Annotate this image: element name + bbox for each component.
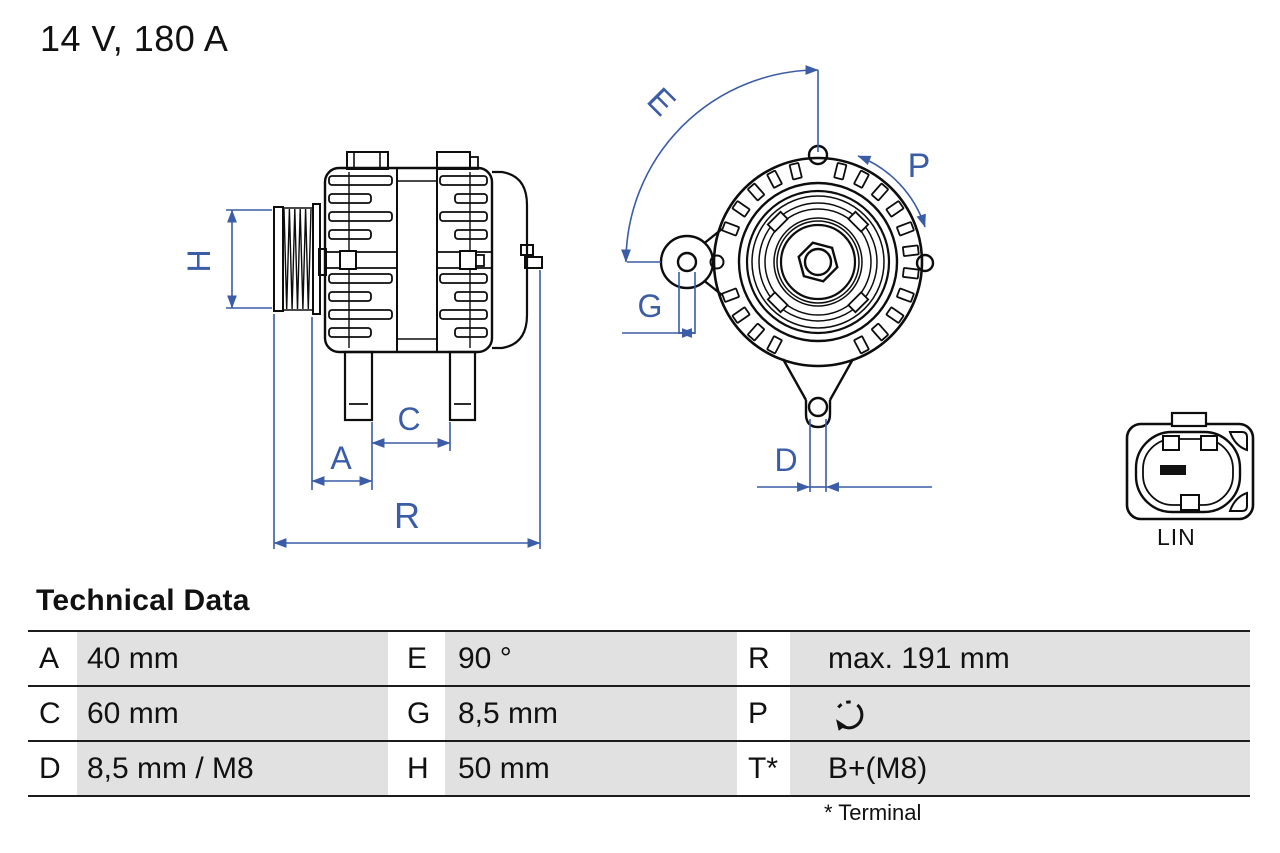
- dim-key: C: [39, 696, 61, 730]
- dim-label-d: D: [774, 442, 797, 478]
- alternator-front-view: [659, 144, 935, 429]
- dim-value: max. 191 mm: [790, 632, 1250, 685]
- dim-key: R: [748, 641, 770, 675]
- product-spec-title: 14 V, 180 A: [40, 18, 229, 59]
- table-row: A 40 mm E 90 ° R max. 191 mm: [28, 632, 1250, 687]
- technical-data-heading: Technical Data: [36, 584, 250, 617]
- dim-label-h: H: [181, 249, 217, 272]
- terminal-footnote: * Terminal: [824, 800, 922, 825]
- lin-connector-diagram: LIN: [1125, 411, 1255, 550]
- dim-key: P: [748, 696, 769, 730]
- dim-key: G: [407, 696, 431, 730]
- dim-label-p: P: [908, 147, 931, 185]
- rotation-clockwise-icon: [836, 700, 864, 731]
- dim-label-c: C: [397, 401, 420, 437]
- dim-value: 8,5 mm / M8: [77, 742, 388, 795]
- dim-value: [790, 687, 1250, 740]
- cooling-fins-left: [328, 172, 393, 348]
- alternator-side-view: [273, 151, 543, 422]
- dim-value: 8,5 mm: [445, 687, 737, 740]
- connector-pin: [1160, 465, 1186, 475]
- dim-label-a: A: [330, 440, 352, 476]
- dim-key: A: [39, 641, 60, 675]
- dim-value: 40 mm: [77, 632, 388, 685]
- dim-value: B+(M8): [790, 742, 1250, 795]
- dim-label-r: R: [394, 495, 420, 536]
- pulley: [273, 203, 327, 315]
- dim-key: H: [407, 751, 429, 785]
- technical-drawing: LIN H A: [181, 65, 1255, 550]
- dim-label-g: G: [638, 288, 663, 324]
- dim-label-e: E: [640, 81, 683, 124]
- dim-key: E: [407, 641, 428, 675]
- connector-label: LIN: [1157, 524, 1196, 550]
- dim-value: 90 °: [445, 632, 737, 685]
- table-row: D 8,5 mm / M8 H 50 mm T* B+(M8): [28, 742, 1250, 797]
- table-row: C 60 mm G 8,5 mm P: [28, 687, 1250, 742]
- dimension-annotations: H A C R E P G D: [181, 65, 932, 549]
- dim-key: D: [39, 751, 61, 785]
- technical-data-table: A 40 mm E 90 ° R max. 191 mm C 60 mm G 8…: [28, 630, 1250, 797]
- dim-key: T*: [748, 751, 778, 785]
- dim-value: 60 mm: [77, 687, 388, 740]
- dim-value: 50 mm: [445, 742, 737, 795]
